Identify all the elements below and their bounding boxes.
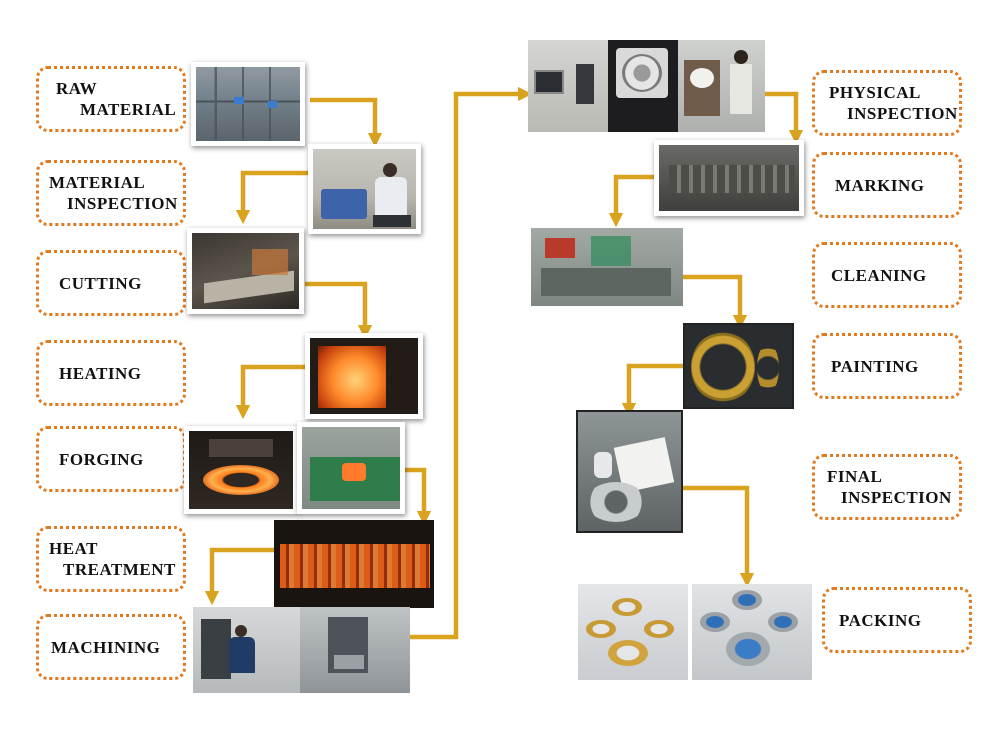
step-final-inspection: FINAL INSPECTION — [812, 454, 962, 520]
physical-inspection-photo-2 — [608, 40, 678, 132]
packing-photo-gold-flanges — [578, 584, 688, 680]
step-heat-treatment: HEAT TREATMENT — [36, 526, 186, 592]
cleaning-photo — [531, 228, 683, 306]
step-label-line1: FORGING — [59, 449, 144, 469]
arrow-inspection-to-cutting — [235, 170, 308, 225]
physical-inspection-photo-3 — [678, 40, 765, 132]
step-forging: FORGING — [36, 426, 186, 492]
step-label-line1: MATERIAL — [49, 173, 146, 192]
forging-machine-photo — [297, 422, 405, 514]
step-label-line1: PACKING — [839, 610, 922, 630]
step-cutting: CUTTING — [36, 250, 186, 316]
step-marking: MARKING — [812, 152, 962, 218]
step-cleaning: CLEANING — [812, 242, 962, 308]
step-label-line2: MATERIAL — [80, 100, 177, 119]
step-label-line1: RAW — [56, 79, 98, 98]
step-label-line2: INSPECTION — [847, 104, 958, 123]
step-label-line2: INSPECTION — [841, 488, 952, 507]
heating-photo — [305, 333, 423, 419]
final-inspection-photo — [576, 410, 683, 533]
material-inspection-photo — [308, 144, 421, 234]
step-machining: MACHINING — [36, 614, 186, 680]
step-label-line1: HEAT — [49, 539, 98, 558]
painting-photo — [683, 323, 794, 409]
step-label-line2: INSPECTION — [67, 194, 178, 213]
step-label-line1: MACHINING — [51, 637, 161, 657]
arrow-heat-treatment-to-machining — [204, 547, 276, 606]
step-painting: PAINTING — [812, 333, 962, 399]
arrow-cutting-to-heating — [305, 281, 373, 340]
raw-material-photo — [191, 62, 305, 146]
forging-press-photo — [184, 426, 298, 514]
arrow-painting-to-final — [621, 363, 685, 418]
packing-photo-blue-flanges — [692, 584, 812, 680]
step-raw-material: RAW MATERIAL — [36, 66, 186, 132]
step-material-inspection: MATERIAL INSPECTION — [36, 160, 186, 226]
arrow-final-to-packing — [683, 485, 755, 588]
arrow-forging-to-heat-treatment — [405, 467, 432, 526]
step-label-line1: MARKING — [835, 175, 925, 195]
arrow-heating-to-forging — [235, 364, 305, 420]
step-label-line1: PHYSICAL — [829, 83, 921, 102]
machining-cnc-photo — [300, 607, 410, 693]
machining-operator-photo — [193, 607, 301, 693]
arrow-physical-to-marking — [765, 91, 804, 145]
arrow-raw-to-inspection — [310, 97, 383, 148]
step-label-line2: TREATMENT — [63, 560, 176, 579]
step-label-line1: CUTTING — [59, 273, 142, 293]
step-label-line1: PAINTING — [831, 356, 919, 376]
marking-photo — [654, 140, 804, 216]
arrow-marking-to-cleaning — [608, 174, 655, 228]
step-packing: PACKING — [822, 587, 972, 653]
arrow-machining-to-physical-inspection — [410, 86, 533, 640]
step-label-line1: CLEANING — [831, 265, 927, 285]
step-label-line1: FINAL — [827, 467, 883, 486]
arrow-cleaning-to-painting — [683, 274, 748, 330]
physical-inspection-photo-1 — [528, 40, 608, 132]
step-heating: HEATING — [36, 340, 186, 406]
cutting-photo — [187, 228, 304, 314]
heat-treatment-photo — [274, 520, 434, 608]
step-label-line1: HEATING — [59, 363, 142, 383]
step-physical-inspection: PHYSICAL INSPECTION — [812, 70, 962, 136]
